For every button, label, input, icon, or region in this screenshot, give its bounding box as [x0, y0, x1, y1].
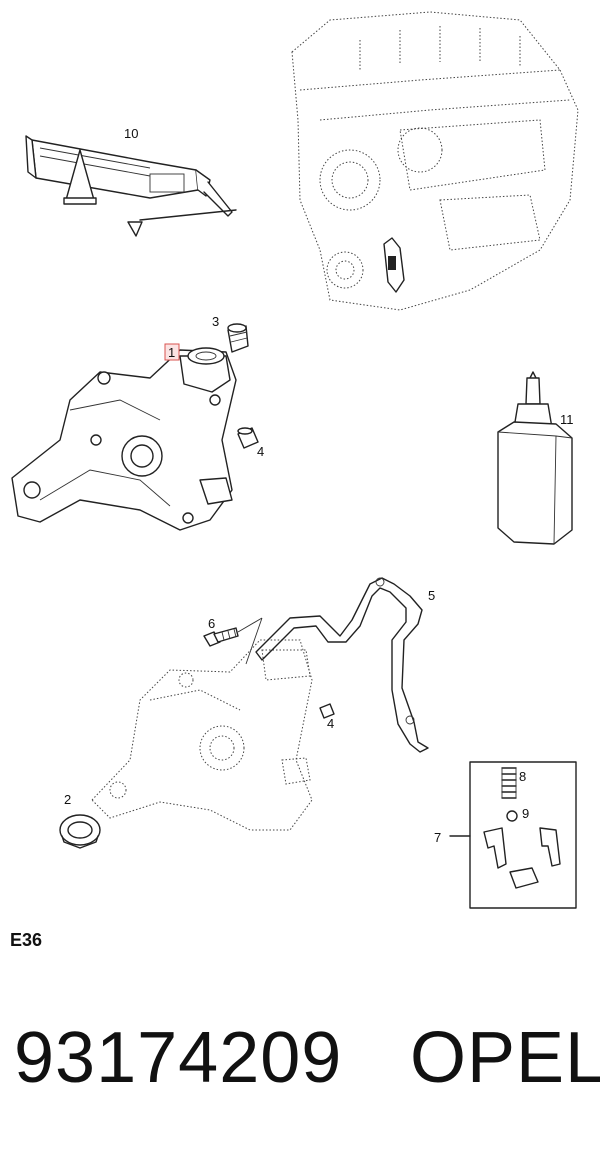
callout-1: 1 [168, 345, 175, 360]
dowel-pin-4b-illustration [319, 703, 335, 719]
leader-lines [237, 617, 263, 665]
callout-6: 6 [208, 616, 215, 631]
valve-kit-box [449, 761, 577, 909]
bushing-3-illustration [227, 323, 249, 353]
callout-8: 8 [519, 769, 526, 784]
part-number: 93174209 [14, 1018, 343, 1098]
callout-3: 3 [212, 314, 219, 329]
callout-4b: 4 [327, 716, 334, 731]
callout-1-highlight [164, 343, 180, 361]
bolt-6-illustration [203, 627, 239, 647]
pump-ghost-illustration [91, 639, 313, 831]
seal-ring-2-illustration [59, 814, 101, 849]
sealant-tube-illustration [25, 135, 237, 237]
callout-10: 10 [124, 126, 138, 141]
dowel-pin-4a-illustration [237, 427, 259, 449]
callout-4a: 4 [257, 444, 264, 459]
callout-11: 11 [560, 412, 574, 427]
oil-pump-illustration [11, 347, 237, 531]
brand-name: OPEL [410, 1018, 600, 1098]
callout-7: 7 [434, 830, 441, 845]
section-code: E36 [10, 930, 43, 950]
oil-bottle-illustration [497, 371, 573, 545]
callout-2: 2 [64, 792, 71, 807]
callout-5: 5 [428, 588, 435, 603]
callout-9: 9 [522, 806, 529, 821]
gasket-5-illustration [255, 577, 429, 753]
engine-illustration [291, 11, 579, 311]
